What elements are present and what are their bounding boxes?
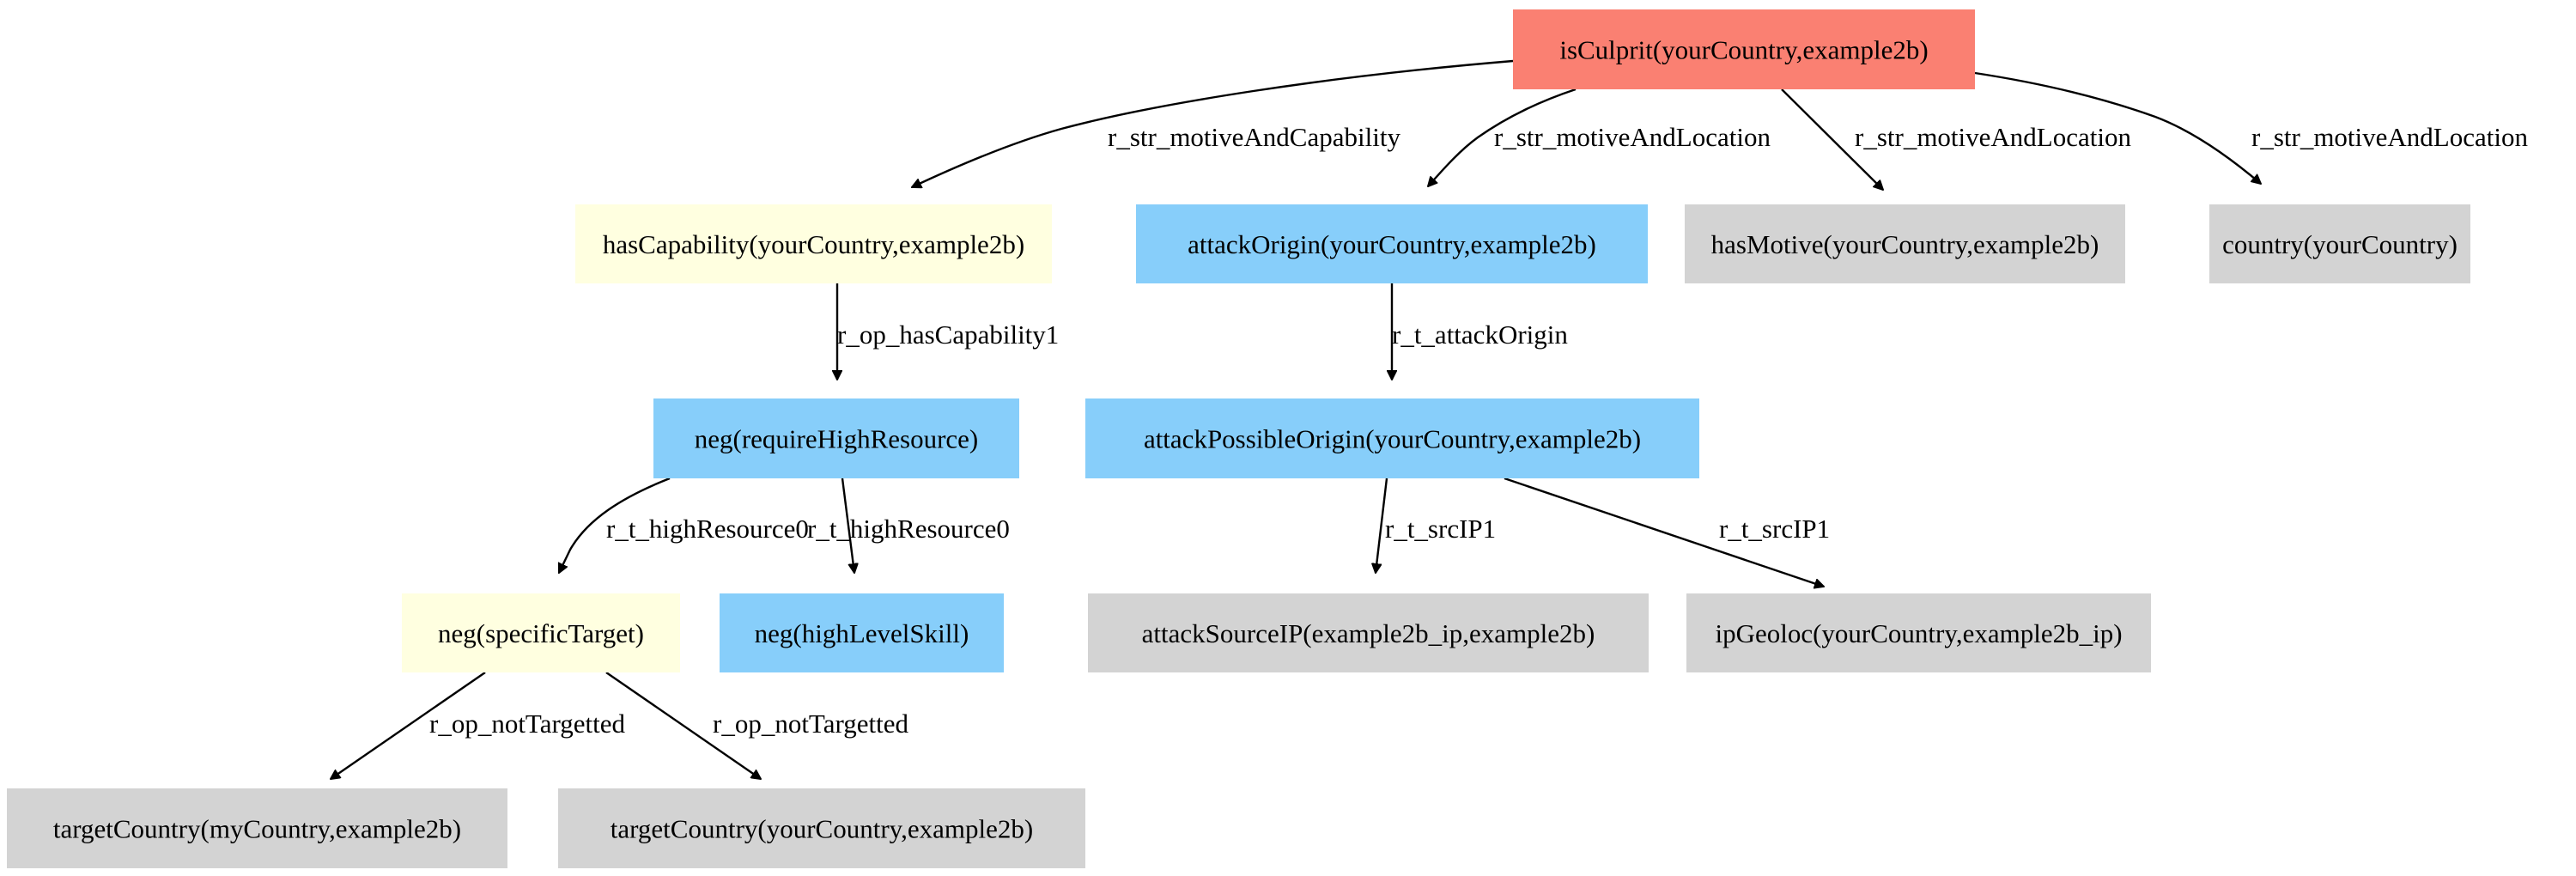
edge-label: r_str_motiveAndCapability (1108, 122, 1400, 152)
edge-label: r_t_attackOrigin (1392, 319, 1568, 350)
edge-arrow (331, 672, 486, 779)
node-hasmotive: hasMotive(yourCountry,example2b) (1685, 204, 2125, 283)
edge-arrow (605, 672, 761, 779)
node-label: neg(specificTarget) (438, 618, 644, 648)
edge-arrow (841, 478, 854, 573)
node-specifictarget: neg(specificTarget) (402, 593, 680, 672)
edge-e10: r_t_srcIP1 (1504, 477, 1830, 587)
node-requirehighresource: neg(requireHighResource) (653, 398, 1019, 478)
node-box (1685, 204, 2125, 283)
node-label: ipGeoloc(yourCountry,example2b_ip) (1715, 618, 2122, 648)
edges-layer: r_str_motiveAndCapability r_str_motiveAnd… (331, 59, 2528, 779)
node-label: attackSourceIP(example2b_ip,example2b) (1142, 618, 1595, 648)
edge-e12: r_op_notTargetted (605, 672, 908, 779)
node-target-my: targetCountry(myCountry,example2b) (7, 788, 507, 868)
edge-label: r_t_srcIP1 (1385, 514, 1496, 544)
node-label: isCulprit(yourCountry,example2b) (1559, 35, 1928, 65)
node-attackpossibleorigin: attackPossibleOrigin(yourCountry,example… (1085, 398, 1699, 478)
edge-arrow (559, 477, 671, 573)
node-label: attackOrigin(yourCountry,example2b) (1188, 229, 1596, 259)
node-label: country(yourCountry) (2222, 229, 2458, 259)
edge-arrow (1781, 88, 1883, 190)
edge-label: r_str_motiveAndLocation (1494, 122, 1771, 152)
node-label: attackPossibleOrigin(yourCountry,example… (1144, 424, 1641, 454)
node-box (1088, 593, 1649, 672)
node-box (720, 593, 1004, 672)
node-label: hasCapability(yourCountry,example2b) (603, 229, 1024, 259)
edge-arrow (1428, 88, 1577, 186)
node-box (575, 204, 1052, 283)
node-label: hasMotive(yourCountry,example2b) (1711, 229, 2099, 259)
edge-e7: r_t_highResource0 (559, 477, 809, 573)
edge-arrow (1504, 477, 1824, 587)
edge-e8: r_t_highResource0 (807, 478, 1010, 573)
node-box (402, 593, 680, 672)
edge-label: r_op_notTargetted (429, 709, 625, 739)
edge-arrow (1974, 71, 2261, 184)
node-label: neg(requireHighResource) (695, 424, 979, 454)
node-highlevelskill: neg(highLevelSkill) (720, 593, 1004, 672)
edge-e5: r_op_hasCapability1 (837, 283, 1059, 380)
node-box (1085, 398, 1699, 478)
edge-arrow (1376, 478, 1388, 573)
edge-e9: r_t_srcIP1 (1376, 478, 1496, 573)
node-country: country(yourCountry) (2209, 204, 2470, 283)
node-target-your: targetCountry(yourCountry,example2b) (558, 788, 1085, 868)
node-box (558, 788, 1085, 868)
edge-label: r_t_srcIP1 (1719, 514, 1830, 544)
edge-e2: r_str_motiveAndLocation (1428, 88, 1771, 186)
edge-label: r_str_motiveAndLocation (2251, 122, 2528, 152)
node-box (2209, 204, 2470, 283)
node-box (7, 788, 507, 868)
node-box (1513, 9, 1975, 89)
edge-e1: r_str_motiveAndCapability (912, 59, 1514, 187)
node-label: neg(highLevelSkill) (755, 618, 969, 648)
edge-label: r_str_motiveAndLocation (1855, 122, 2131, 152)
nodes-layer: isCulprit(yourCountry,example2b) hasCapab… (7, 9, 2470, 868)
edge-label: r_t_highResource0 (807, 514, 1010, 544)
node-label: targetCountry(myCountry,example2b) (53, 814, 461, 844)
edge-label: r_op_notTargetted (713, 709, 908, 739)
edge-label: r_t_highResource0 (606, 514, 809, 544)
edge-e4: r_str_motiveAndLocation (1974, 71, 2528, 184)
node-label: targetCountry(yourCountry,example2b) (611, 814, 1033, 844)
node-hascapability: hasCapability(yourCountry,example2b) (575, 204, 1052, 283)
node-isculprit: isCulprit(yourCountry,example2b) (1513, 9, 1975, 89)
edge-e11: r_op_notTargetted (331, 672, 625, 779)
node-ipgeoloc: ipGeoloc(yourCountry,example2b_ip) (1686, 593, 2151, 672)
node-box (653, 398, 1019, 478)
edge-arrow (912, 59, 1514, 187)
node-attackorigin: attackOrigin(yourCountry,example2b) (1136, 204, 1648, 283)
node-attacksourceip: attackSourceIP(example2b_ip,example2b) (1088, 593, 1649, 672)
edge-e6: r_t_attackOrigin (1392, 283, 1568, 380)
node-box (1136, 204, 1648, 283)
node-box (1686, 593, 2151, 672)
edge-e3: r_str_motiveAndLocation (1781, 88, 2131, 190)
edge-label: r_op_hasCapability1 (837, 319, 1059, 350)
